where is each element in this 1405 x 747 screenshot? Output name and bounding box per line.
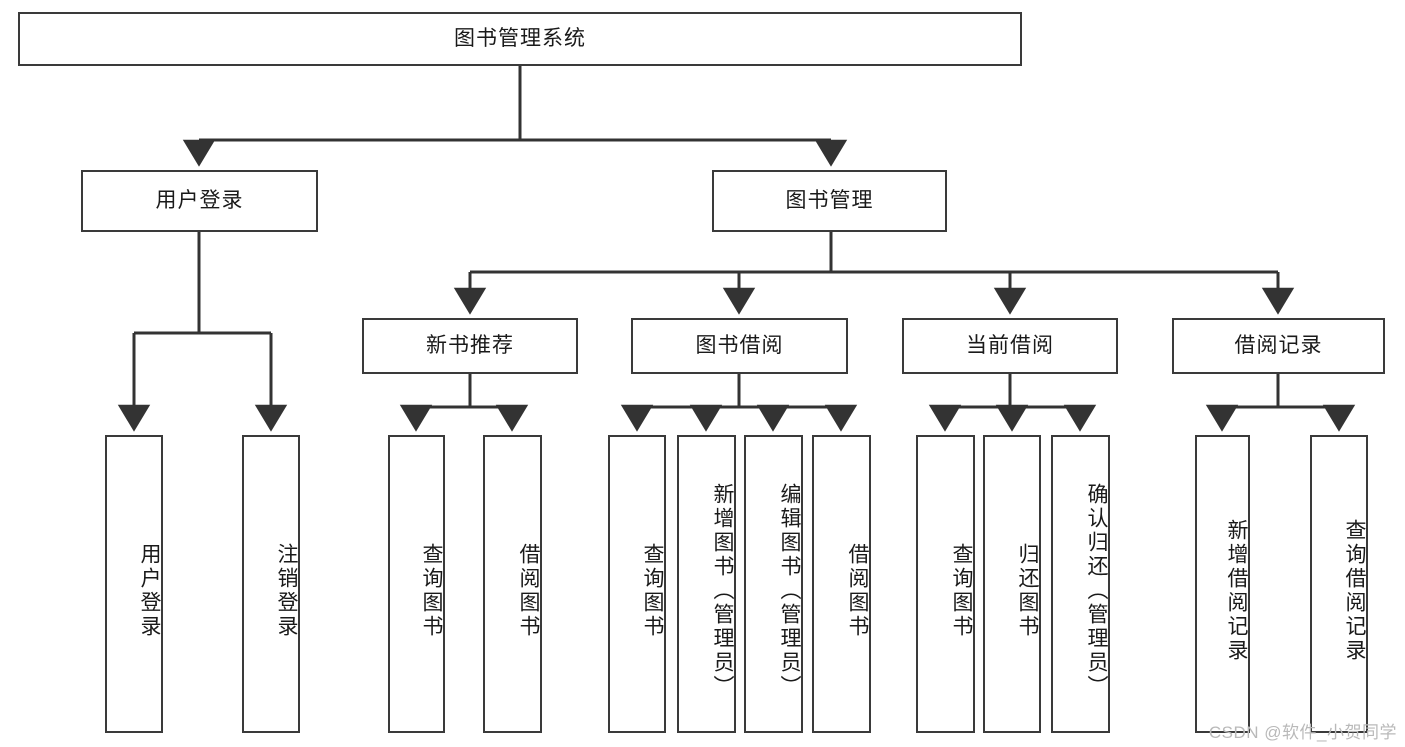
leaf-node-label: 新增借阅记录 [1225, 519, 1248, 663]
leaf-node[interactable]: 查询图书 [608, 435, 666, 733]
node-current-borrow-label: 当前借阅 [966, 334, 1054, 358]
leaf-node-label: 归还图书 [1016, 543, 1039, 639]
leaf-node[interactable]: 查询借阅记录 [1310, 435, 1368, 733]
leaf-node[interactable]: 借阅图书 [812, 435, 871, 733]
leaf-node-label: 编辑图书（管理员） [778, 483, 801, 699]
leaf-node[interactable]: 借阅图书 [483, 435, 542, 733]
leaf-node[interactable]: 归还图书 [983, 435, 1041, 733]
leaf-node[interactable]: 用户登录 [105, 435, 163, 733]
csdn-watermark: CSDN @软件_小贺同学 [1208, 723, 1397, 742]
leaf-node-label: 确认归还（管理员） [1085, 483, 1108, 699]
node-user-login-label: 用户登录 [155, 189, 244, 213]
leaf-node[interactable]: 编辑图书（管理员） [744, 435, 803, 733]
node-user-login[interactable]: 用户登录 [81, 170, 318, 232]
leaf-node[interactable]: 新增图书（管理员） [677, 435, 736, 733]
leaf-node[interactable]: 查询图书 [916, 435, 975, 733]
leaf-node-label: 借阅图书 [517, 543, 540, 639]
leaf-node-label: 借阅图书 [846, 543, 869, 639]
leaf-node-label: 注销登录 [275, 543, 298, 639]
leaf-node[interactable]: 注销登录 [242, 435, 300, 733]
leaf-node-label: 查询借阅记录 [1343, 519, 1366, 663]
leaf-node[interactable]: 确认归还（管理员） [1051, 435, 1110, 733]
leaf-node-label: 查询图书 [641, 543, 664, 639]
node-borrow-record[interactable]: 借阅记录 [1172, 318, 1385, 374]
leaf-node-label: 查询图书 [420, 543, 443, 639]
node-book-management[interactable]: 图书管理 [712, 170, 947, 232]
node-root[interactable]: 图书管理系统 [18, 12, 1022, 66]
node-book-management-label: 图书管理 [785, 189, 874, 213]
leaf-node[interactable]: 新增借阅记录 [1195, 435, 1250, 733]
node-new-book-recommend-label: 新书推荐 [426, 334, 514, 358]
node-book-borrow-label: 图书借阅 [695, 334, 784, 358]
node-book-borrow[interactable]: 图书借阅 [631, 318, 848, 374]
leaf-node[interactable]: 查询图书 [388, 435, 445, 733]
node-borrow-record-label: 借阅记录 [1234, 334, 1323, 358]
leaf-node-label: 新增图书（管理员） [711, 483, 734, 699]
node-root-label: 图书管理系统 [454, 27, 586, 51]
node-current-borrow[interactable]: 当前借阅 [902, 318, 1118, 374]
leaf-node-label: 用户登录 [138, 543, 161, 639]
node-new-book-recommend[interactable]: 新书推荐 [362, 318, 578, 374]
leaf-node-label: 查询图书 [950, 543, 973, 639]
